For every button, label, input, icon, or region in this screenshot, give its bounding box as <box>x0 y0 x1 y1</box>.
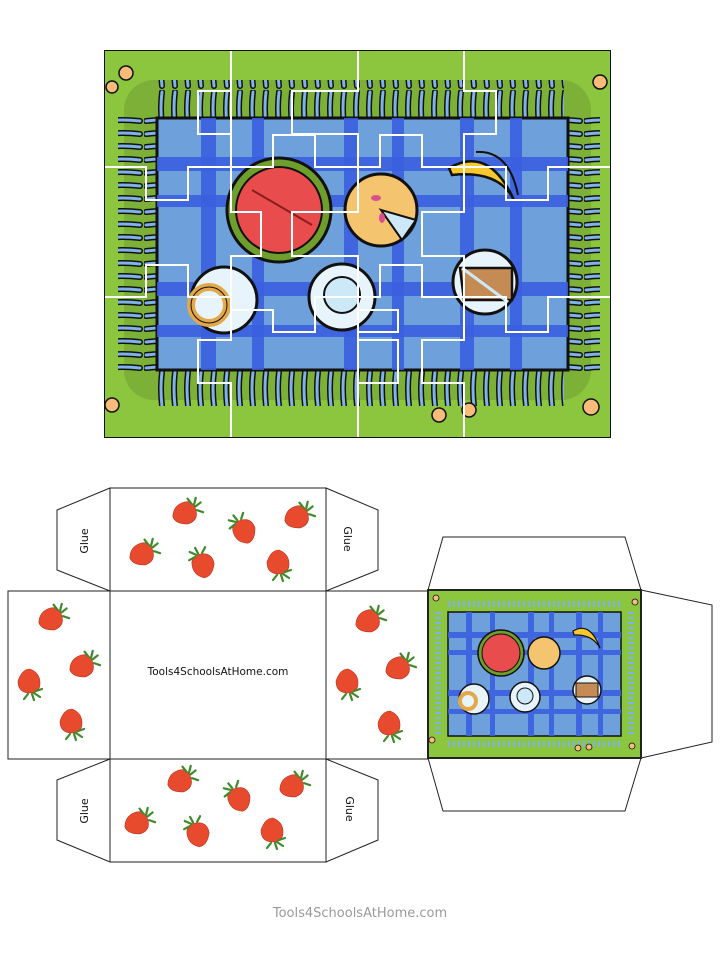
box-net: Glue Glue Glue Glue Tools4SchoolsAtHome.… <box>7 487 713 863</box>
lid-picnic-image <box>427 589 642 759</box>
box-site-text: Tools4SchoolsAtHome.com <box>147 666 289 678</box>
watermelon-icon <box>225 156 333 264</box>
glue-label: Glue <box>78 798 91 824</box>
glue-label: Glue <box>343 796 356 822</box>
puzzle-cut-lines <box>104 50 611 438</box>
pie-icon <box>343 172 419 248</box>
box-template: Glue Glue Glue Glue Tools4SchoolsAtHome.… <box>0 480 720 880</box>
picnic-blanket-illustration <box>104 50 611 438</box>
sandwich-plate-icon <box>451 248 519 316</box>
glue-label: Glue <box>78 528 91 554</box>
footer-site-text: Tools4SchoolsAtHome.com <box>272 906 448 921</box>
pretzel-plate-icon <box>187 265 259 335</box>
glue-label: Glue <box>341 526 354 552</box>
picnic-puzzle <box>104 50 611 438</box>
